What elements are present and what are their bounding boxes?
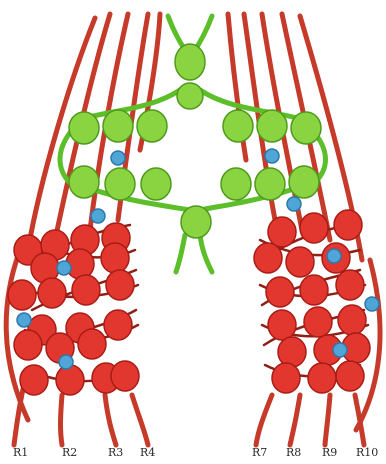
green-bead-icon xyxy=(69,166,99,198)
green-bead-icon xyxy=(257,110,287,142)
red-bead-icon xyxy=(20,365,48,395)
red-cord-16 xyxy=(132,395,148,445)
green-cord-10 xyxy=(200,235,212,272)
red-bead-icon xyxy=(72,275,100,305)
green-bead-icon xyxy=(289,166,319,198)
blue-bead-icon xyxy=(327,249,341,263)
cord-label-right-2: R8 xyxy=(286,447,301,459)
red-bead-icon xyxy=(254,243,282,273)
blue-bead-icon xyxy=(333,343,347,357)
red-bead-icon xyxy=(38,278,66,308)
green-cord-4 xyxy=(200,90,305,120)
red-bead-icon xyxy=(268,310,296,340)
red-bead-icon xyxy=(308,363,336,393)
green-cord-9 xyxy=(176,235,185,272)
red-bead-icon xyxy=(338,305,366,335)
cord-label-left-4: R4 xyxy=(140,447,155,459)
blue-bead-icon xyxy=(111,151,125,165)
green-bead-icon xyxy=(255,168,285,200)
red-cord-19 xyxy=(325,395,330,445)
blue-bead-icon xyxy=(59,355,73,369)
red-bead-icon xyxy=(272,363,300,393)
cord-label-left-2: R2 xyxy=(62,447,77,459)
red-cord-15 xyxy=(105,395,116,445)
red-bead-icon xyxy=(14,330,42,360)
green-bead-icon xyxy=(223,110,253,142)
red-bead-icon xyxy=(266,277,294,307)
green-bead-icon xyxy=(221,168,251,200)
red-bead-icon xyxy=(101,243,129,273)
cord-label-right-1: R7 xyxy=(252,447,267,459)
green-bead-icon xyxy=(105,168,135,200)
blue-bead-icon xyxy=(265,149,279,163)
green-bead-icon xyxy=(141,168,171,200)
red-bead-icon xyxy=(304,307,332,337)
blue-bead-icon xyxy=(365,297,379,311)
green-bead-icon xyxy=(137,110,167,142)
cord-label-left-1: R1 xyxy=(13,447,28,459)
cord-label-right-3: R9 xyxy=(322,447,337,459)
red-bead-icon xyxy=(286,247,314,277)
red-bead-icon xyxy=(278,337,306,367)
blue-bead-icon xyxy=(91,209,105,223)
red-bead-icon xyxy=(334,210,362,240)
red-bead-icon xyxy=(106,270,134,300)
green-bead-icon xyxy=(69,112,99,144)
red-bead-icon xyxy=(300,213,328,243)
red-bead-icon xyxy=(111,361,139,391)
green-bead-icon xyxy=(103,110,133,142)
blue-bead-icon xyxy=(57,261,71,275)
blue-bead-icon xyxy=(17,313,31,327)
blue-bead-icon xyxy=(287,197,301,211)
red-cord-18 xyxy=(290,395,300,445)
green-bead-icon xyxy=(177,83,203,109)
red-bead-icon xyxy=(268,217,296,247)
red-cord-17 xyxy=(256,395,272,445)
green-bead-icon xyxy=(291,112,321,144)
red-bead-icon xyxy=(8,280,36,310)
red-cord-14 xyxy=(61,395,63,445)
red-bead-icon xyxy=(336,361,364,391)
red-bead-icon xyxy=(336,270,364,300)
green-bead-icon xyxy=(181,206,211,238)
cord-label-left-3: R3 xyxy=(108,447,123,459)
red-bead-icon xyxy=(104,310,132,340)
red-bead-icon xyxy=(300,275,328,305)
red-bead-icon xyxy=(56,365,84,395)
red-bead-icon xyxy=(78,329,106,359)
green-bead-icon xyxy=(175,44,205,80)
cord-label-right-4: R10 xyxy=(356,447,378,459)
